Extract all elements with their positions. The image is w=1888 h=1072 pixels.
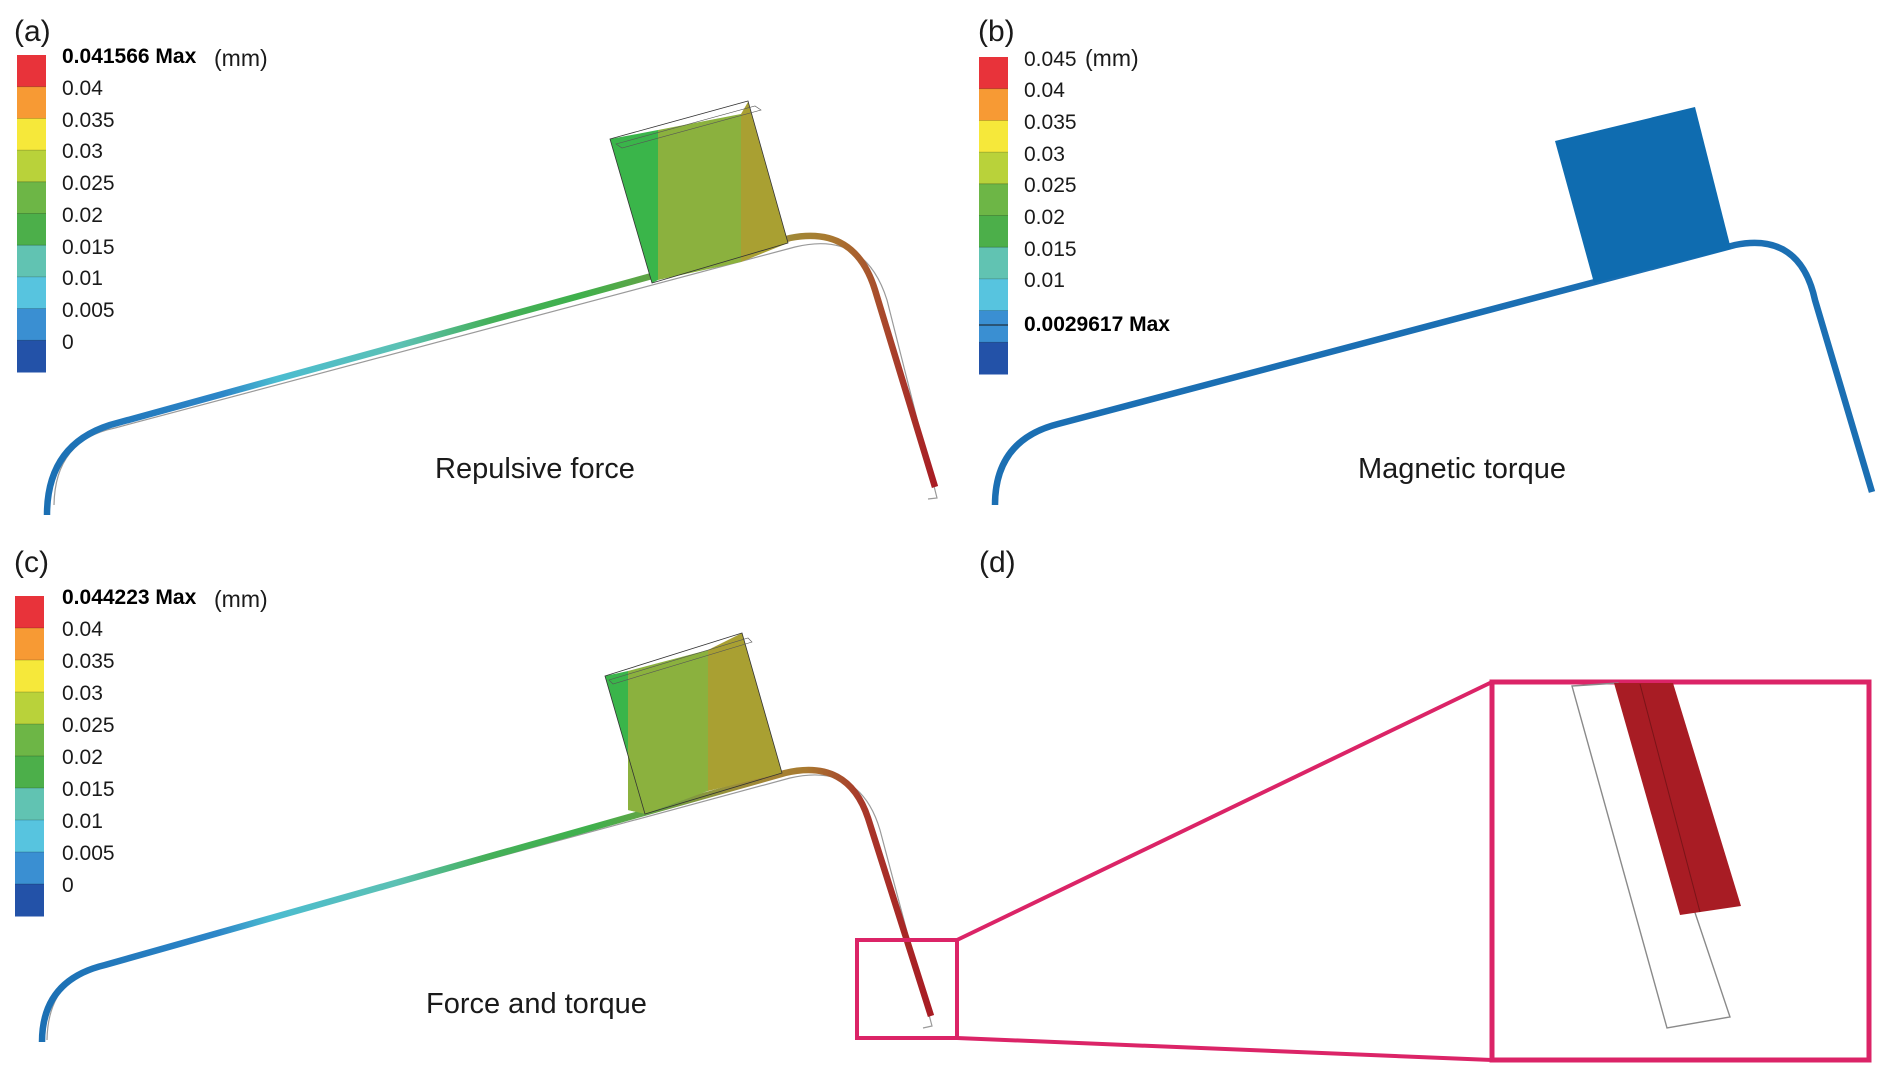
colorbar-swatch bbox=[17, 276, 46, 310]
caption-c: Force and torque bbox=[426, 988, 647, 1020]
deformed-beam-c bbox=[38, 766, 935, 1043]
colorbar-swatch bbox=[15, 660, 44, 693]
legend-b-tick: 0.03 bbox=[1024, 143, 1065, 166]
legend-c: 0.044223 Max (mm) 0.04 0.035 0.03 0.025 … bbox=[15, 586, 268, 917]
colorbar-swatch bbox=[979, 278, 1008, 312]
undeformed-outline-a bbox=[53, 243, 938, 506]
panel-a: (a) 0.041566 Max (mm) 0.04 0.035 0.03 0.… bbox=[14, 15, 939, 516]
zoom-undeformed-outline bbox=[1571, 682, 1731, 1029]
magnet-c bbox=[604, 632, 783, 815]
magnet-a bbox=[609, 100, 789, 284]
colorbar-swatch bbox=[15, 884, 44, 917]
colorbar-swatch bbox=[15, 628, 44, 661]
colorbar-swatch bbox=[17, 86, 46, 119]
zoom-target-box bbox=[1489, 679, 1872, 1063]
legend-a-tick: 0.025 bbox=[62, 172, 115, 195]
panel-d: (d) bbox=[855, 546, 1872, 1063]
colorbar-a bbox=[17, 55, 46, 373]
panel-b: (b) 0.045 (mm) 0.04 0.035 0.03 0.025 0.0… bbox=[978, 15, 1876, 506]
legend-a-tick: 0.02 bbox=[62, 204, 103, 227]
caption-b: Magnetic torque bbox=[1358, 453, 1566, 485]
zoom-connector-bottom bbox=[956, 1036, 1493, 1062]
colorbar-b bbox=[979, 57, 1008, 375]
beam-b bbox=[991, 239, 1876, 506]
caption-a: Repulsive force bbox=[435, 453, 635, 485]
legend-b-tick: 0.02 bbox=[1024, 206, 1065, 229]
colorbar-swatch bbox=[979, 120, 1008, 153]
panel-d-label: (d) bbox=[979, 546, 1016, 579]
legend-b-tick: 0.015 bbox=[1024, 238, 1077, 261]
legend-c-tick: 0.025 bbox=[62, 714, 115, 737]
legend-b-tick: 0.01 bbox=[1024, 269, 1065, 292]
colorbar-swatch bbox=[15, 852, 44, 885]
colorbar-swatch bbox=[17, 181, 46, 214]
colorbar-swatch bbox=[979, 342, 1008, 375]
colorbar-swatch bbox=[15, 820, 44, 853]
legend-b: 0.045 (mm) 0.04 0.035 0.03 0.025 0.02 0.… bbox=[979, 45, 1170, 375]
legend-c-tick: 0.01 bbox=[62, 810, 103, 833]
colorbar-swatch bbox=[15, 596, 44, 629]
colorbar-swatch bbox=[17, 308, 46, 341]
colorbar-swatch bbox=[17, 150, 46, 183]
legend-a-tick: 0.01 bbox=[62, 267, 103, 290]
colorbar-swatch bbox=[979, 310, 1008, 343]
legend-c-tick: 0 bbox=[62, 874, 74, 897]
panel-a-label: (a) bbox=[14, 15, 51, 48]
legend-c-tick: 0.005 bbox=[62, 842, 115, 865]
legend-a-tick: 0.005 bbox=[62, 299, 115, 322]
colorbar-swatch bbox=[979, 215, 1008, 248]
legend-a-tick: 0.04 bbox=[62, 77, 103, 100]
zoom-connector-top bbox=[956, 680, 1493, 942]
legend-b-tick: 0.04 bbox=[1024, 79, 1065, 102]
colorbar-c bbox=[15, 596, 44, 917]
legend-a-tick: 0 bbox=[62, 331, 74, 354]
colorbar-swatch bbox=[17, 213, 46, 246]
zoom-deformed-tip bbox=[1614, 683, 1741, 915]
legend-a-tick: 0.015 bbox=[62, 236, 115, 259]
legend-a-tick: 0.03 bbox=[62, 140, 103, 163]
legend-a-unit: (mm) bbox=[214, 45, 268, 71]
legend-c-tick: 0.03 bbox=[62, 682, 103, 705]
legend-b-tick: 0.025 bbox=[1024, 174, 1077, 197]
colorbar-swatch bbox=[979, 183, 1008, 216]
legend-c-tick: 0.015 bbox=[62, 778, 115, 801]
legend-a-tick: 0.035 bbox=[62, 109, 115, 132]
legend-b-tick: 0.035 bbox=[1024, 111, 1077, 134]
colorbar-swatch bbox=[979, 57, 1008, 90]
legend-a-max-label: 0.041566 Max bbox=[62, 45, 197, 68]
legend-b-max-label: 0.0029617 Max bbox=[1024, 313, 1170, 336]
colorbar-swatch bbox=[15, 756, 44, 789]
colorbar-swatch bbox=[15, 788, 44, 821]
deformed-beam-a bbox=[43, 232, 939, 516]
colorbar-swatch bbox=[979, 152, 1008, 185]
legend-b-top-label: 0.045 bbox=[1024, 48, 1077, 71]
colorbar-swatch bbox=[17, 245, 46, 278]
legend-c-tick: 0.02 bbox=[62, 746, 103, 769]
panel-b-label: (b) bbox=[978, 15, 1015, 48]
colorbar-swatch bbox=[17, 118, 46, 151]
colorbar-swatch bbox=[17, 340, 46, 373]
colorbar-swatch bbox=[979, 88, 1008, 121]
zoom-tip-edge bbox=[1639, 683, 1701, 913]
panel-c-label: (c) bbox=[14, 546, 49, 579]
legend-b-unit: (mm) bbox=[1085, 45, 1139, 71]
colorbar-swatch bbox=[979, 247, 1008, 280]
zoom-source-box bbox=[855, 938, 959, 1040]
legend-c-unit: (mm) bbox=[214, 586, 268, 612]
legend-c-max-label: 0.044223 Max bbox=[62, 586, 197, 609]
legend-a: 0.041566 Max (mm) 0.04 0.035 0.03 0.025 … bbox=[17, 45, 268, 373]
colorbar-swatch bbox=[15, 692, 44, 725]
colorbar-swatch bbox=[15, 724, 44, 757]
panel-c: (c) 0.044223 Max (mm) 0.04 0.035 0.03 0.… bbox=[14, 546, 935, 1043]
legend-c-tick: 0.035 bbox=[62, 650, 115, 673]
magnet-b bbox=[1555, 107, 1731, 283]
colorbar-swatch bbox=[17, 55, 46, 88]
legend-c-tick: 0.04 bbox=[62, 618, 103, 641]
zoom-inset bbox=[855, 679, 1872, 1063]
